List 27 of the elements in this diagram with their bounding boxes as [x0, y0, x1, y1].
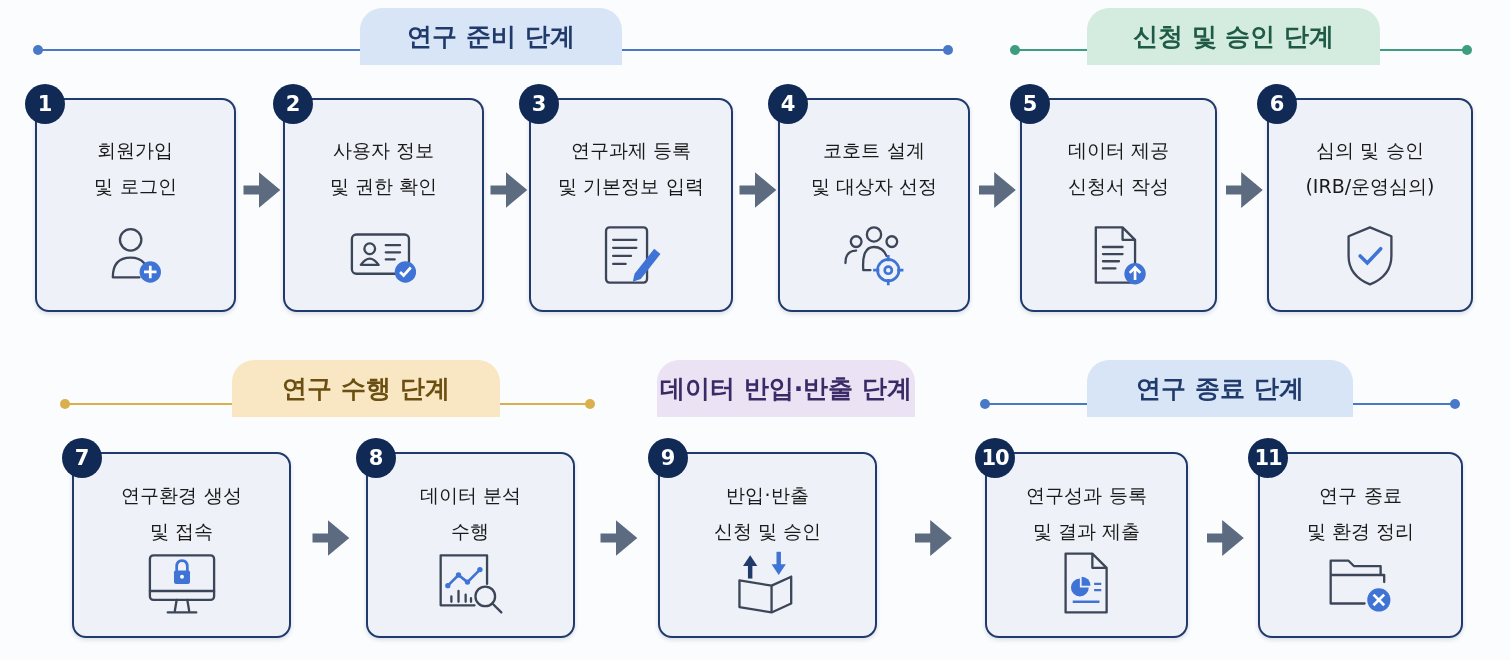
number-badge: 11: [1248, 438, 1288, 478]
phase-header: 연구 종료 단계: [1087, 360, 1353, 417]
number-badge: 9: [648, 438, 688, 478]
number-badge: 10: [975, 438, 1015, 478]
step-label: 심의 및 승인 (IRB/운영심의): [1305, 138, 1435, 199]
step-label: 연구과제 등록 및 기본정보 입력: [558, 138, 704, 199]
number-badge: 1: [25, 84, 65, 124]
number-badge: 6: [1257, 84, 1297, 124]
number-badge: 8: [356, 438, 396, 478]
number-badge: 2: [273, 84, 313, 124]
phase-header: 연구 수행 단계: [232, 360, 500, 417]
number-badge: 7: [62, 438, 102, 478]
step-label: 반입·반출 신청 및 승인: [713, 483, 822, 544]
step-label: 연구성과 등록 및 결과 제출: [1026, 483, 1147, 544]
number-badge: 3: [519, 84, 559, 124]
phase-header: 데이터 반입·반출 단계: [657, 360, 915, 417]
step-label: 연구환경 생성 및 접속: [121, 483, 242, 544]
phase-header: 신청 및 승인 단계: [1087, 8, 1380, 65]
step-label: 사용자 정보 및 권한 확인: [329, 138, 438, 199]
step-label: 데이터 분석 수행: [420, 483, 521, 544]
number-badge: 5: [1010, 84, 1050, 124]
step-label: 회원가입 및 로그인: [94, 138, 177, 199]
step-label: 연구 종료 및 환경 정리: [1306, 483, 1415, 544]
phase-header: 연구 준비 단계: [360, 8, 622, 65]
step-label: 코호트 설계 및 대상자 선정: [810, 138, 938, 199]
number-badge: 4: [768, 84, 808, 124]
step-label: 데이터 제공 신청서 작성: [1068, 138, 1169, 199]
